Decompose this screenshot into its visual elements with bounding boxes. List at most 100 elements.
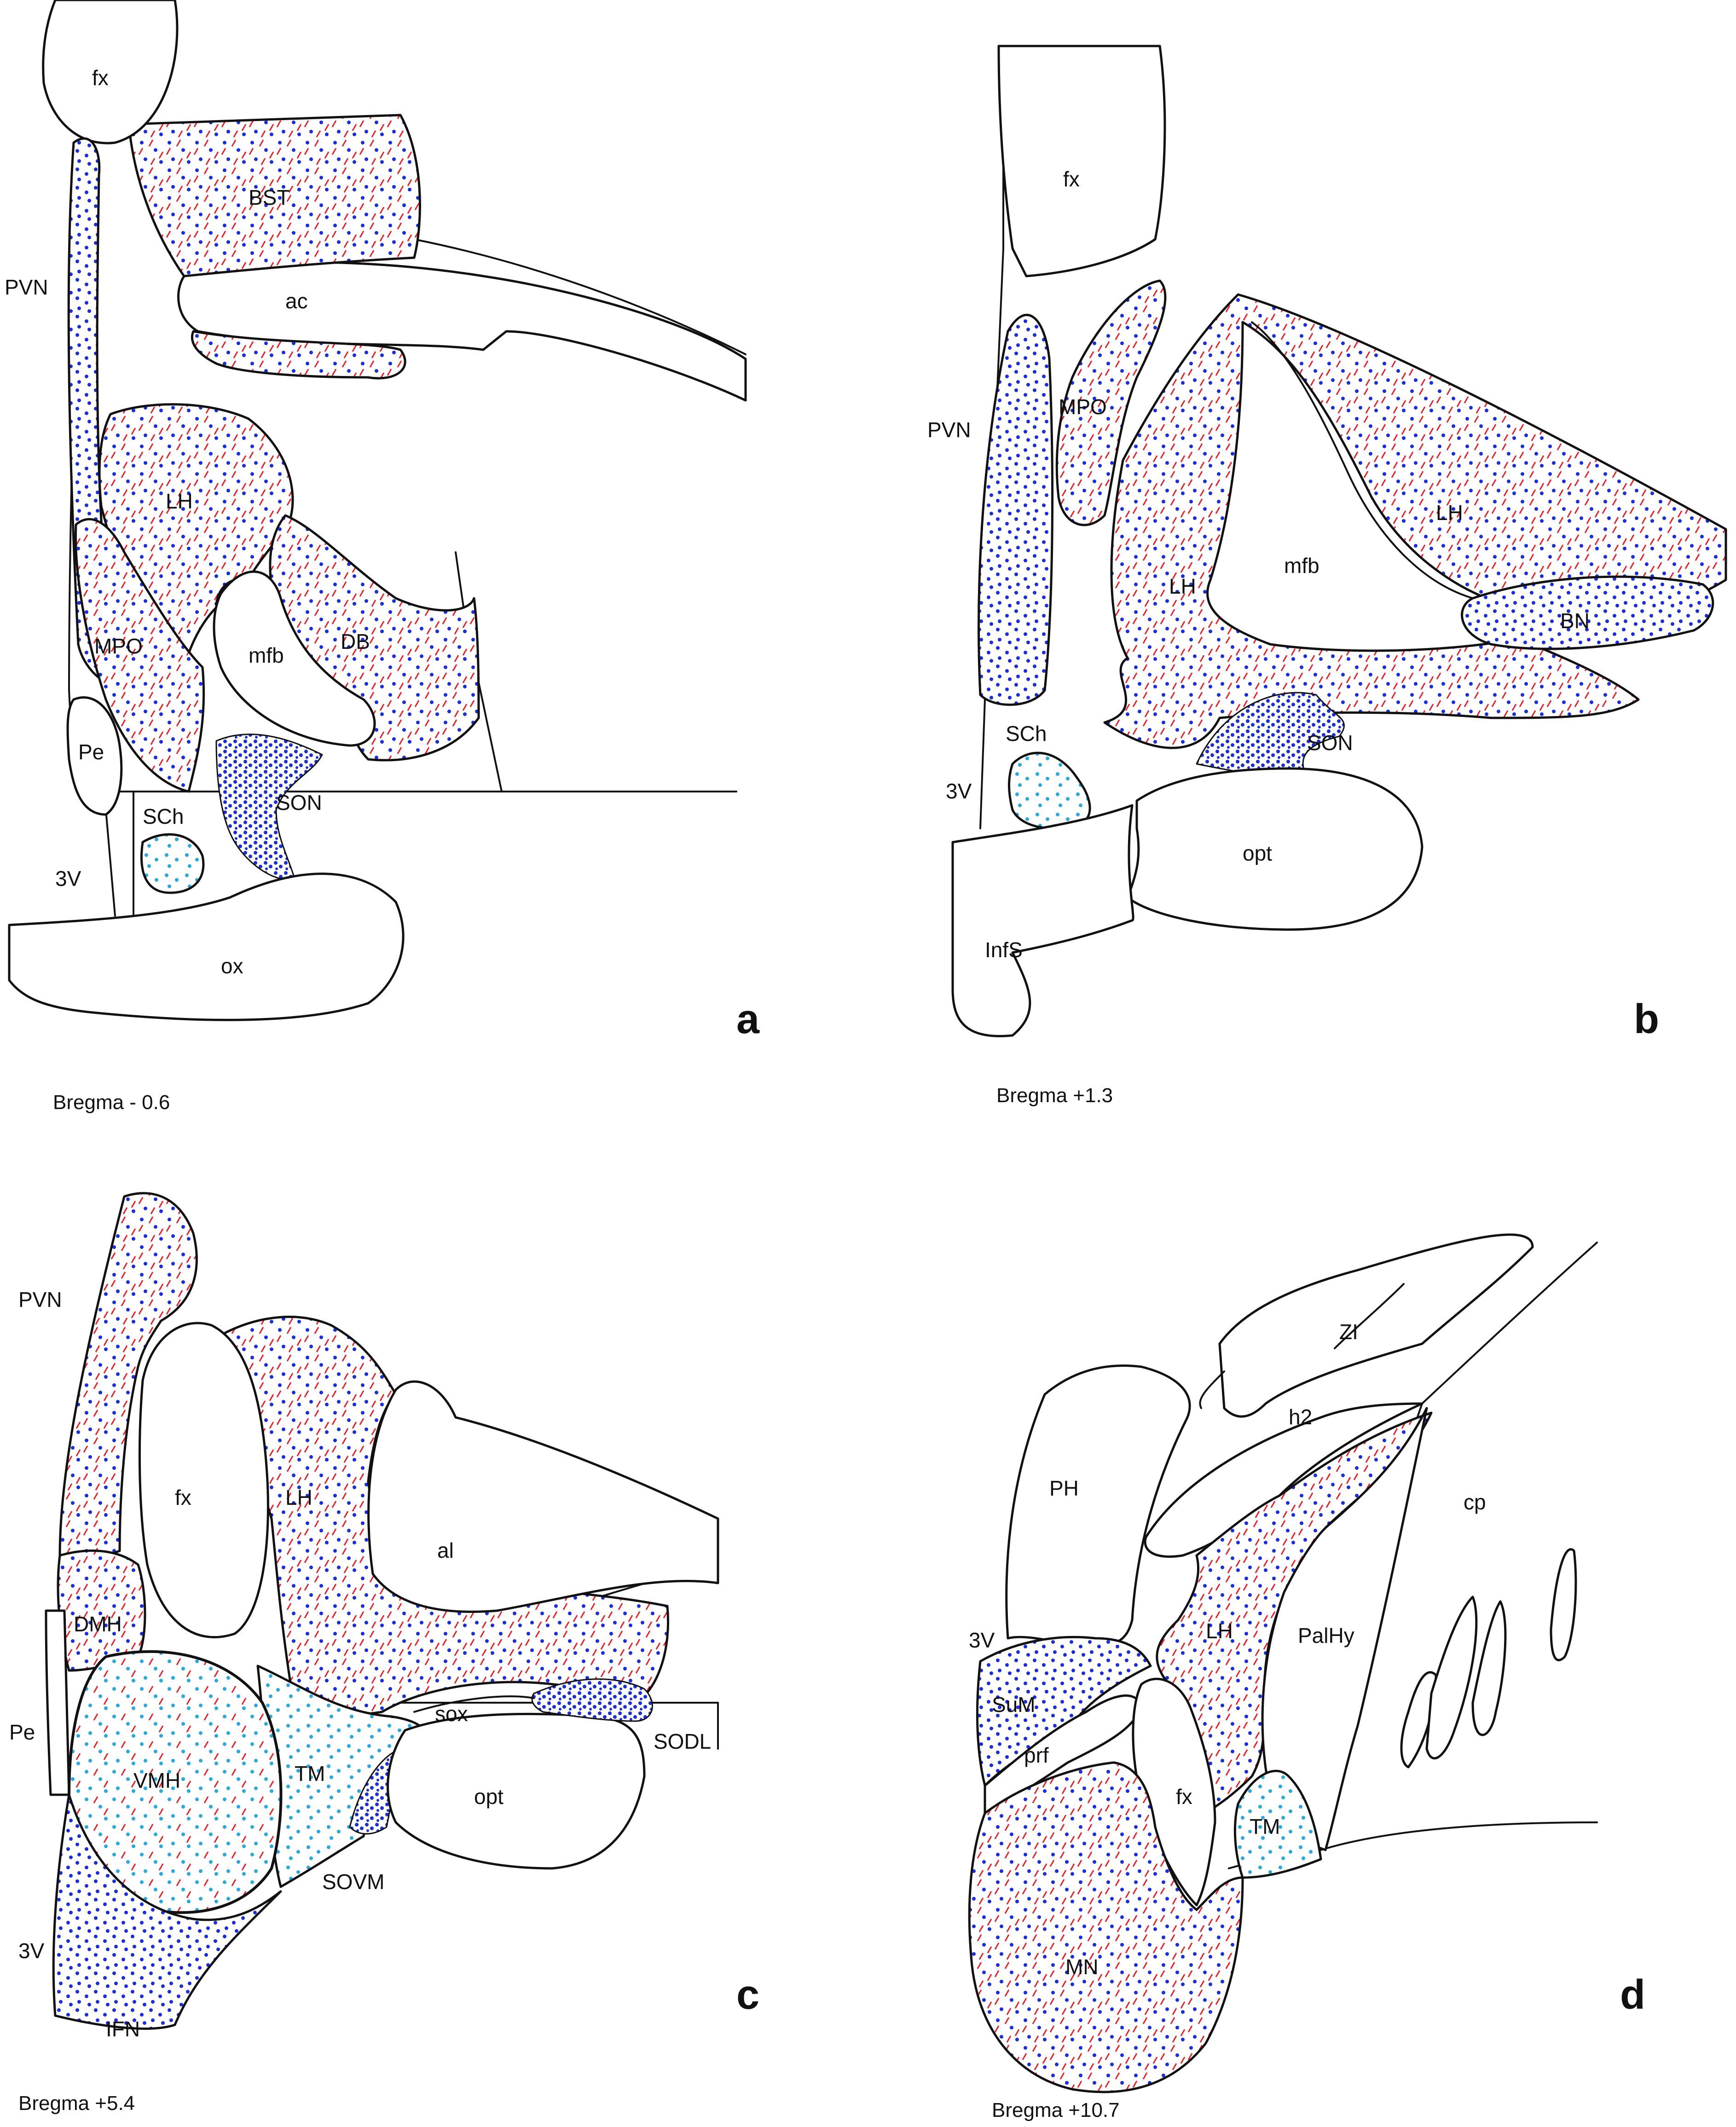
bn-region — [1461, 575, 1714, 650]
label-lh-upper-b: LH — [1436, 501, 1463, 525]
pvn-region — [58, 1192, 198, 1560]
mn-region — [968, 1761, 1244, 2093]
panel-letter-a: a — [736, 996, 760, 1042]
label-fx-d: fx — [1176, 1785, 1192, 1809]
fx-column — [997, 45, 1166, 277]
label-pe-c: Pe — [9, 1720, 35, 1744]
label-3v-d: 3V — [969, 1628, 995, 1652]
label-fx-c: fx — [175, 1485, 191, 1509]
pe-region — [66, 696, 123, 816]
lh-region — [206, 1315, 670, 1717]
label-mn-d: MN — [1065, 1955, 1099, 1979]
label-zi-d: ZI — [1339, 1320, 1358, 1344]
ph-region — [1005, 1364, 1191, 1649]
pe-region — [45, 1609, 70, 1796]
panel-c: PVN fx LH al DMH Pe VMH TM sox SODL opt … — [9, 1192, 759, 2115]
label-ac-a: ac — [285, 289, 308, 313]
pvn-region — [978, 313, 1054, 706]
ifn-region — [52, 1793, 282, 2030]
palhy-region — [1261, 1407, 1428, 1851]
sum-region — [976, 1636, 1152, 1787]
label-ph-d: PH — [1049, 1476, 1079, 1500]
label-sox-c: sox — [435, 1702, 468, 1726]
label-dmh-c: DMH — [74, 1612, 122, 1636]
label-son-a: SON — [276, 791, 322, 815]
panel-caption-b: Bregma +1.3 — [996, 1084, 1113, 1107]
opt-tract — [1126, 767, 1424, 931]
cp-fascicle-4 — [1550, 1548, 1577, 1661]
label-fx-a: fx — [92, 66, 109, 90]
panel-letter-d: d — [1620, 1972, 1645, 2018]
mpo-region — [75, 518, 205, 793]
label-sovm-c: SOVM — [322, 1870, 384, 1894]
bst-region — [127, 114, 421, 277]
label-tm-d: TM — [1250, 1815, 1280, 1838]
tm-region — [1233, 1769, 1322, 1879]
label-lh-c: LH — [285, 1485, 312, 1509]
label-3v-b: 3V — [946, 779, 972, 803]
label-h2-d: h2 — [1289, 1405, 1312, 1429]
mfb-bundle — [213, 570, 376, 747]
opt-tract — [387, 1712, 646, 1870]
sodl-region — [531, 1678, 653, 1722]
label-mfb-a: mfb — [249, 643, 284, 667]
panel-caption-a: Bregma - 0.6 — [53, 1091, 170, 1114]
label-sch-b: SCh — [1006, 722, 1047, 746]
ac-tract — [177, 261, 747, 402]
label-pvn-b: PVN — [927, 418, 971, 442]
zi-region — [1218, 1233, 1534, 1418]
lh-region — [1103, 293, 1727, 749]
label-infs-b: InfS — [985, 938, 1023, 962]
cp-fascicle-2 — [1425, 1595, 1478, 1760]
label-sodl-c: SODL — [654, 1729, 711, 1753]
label-sch-a: SCh — [143, 804, 184, 828]
infs-region — [951, 804, 1134, 1037]
panel-d: ZI h2 PH cp LH PalHy 3V SuM prf fx TM MN… — [968, 1233, 1645, 2121]
label-bst-a: BST — [249, 185, 289, 209]
cp-fascicle-1 — [1400, 1671, 1437, 1769]
label-prf-d: prf — [1024, 1743, 1049, 1767]
panel-caption-c: Bregma +5.4 — [18, 2092, 135, 2115]
label-sum-d: SuM — [992, 1693, 1036, 1717]
label-al-c: al — [437, 1538, 454, 1562]
fx-column — [138, 1322, 269, 1639]
label-pvn-a: PVN — [5, 275, 48, 299]
label-3v-a: 3V — [55, 867, 81, 890]
label-vmh-c: VMH — [133, 1769, 180, 1792]
label-db-a: DB — [341, 630, 370, 653]
label-tm-c: TM — [295, 1762, 325, 1786]
panel-a: fx BST PVN ac LH MPO mfb DB Pe SCh SON 3… — [5, 0, 760, 1114]
sch-region — [1008, 751, 1091, 830]
label-lh-a: LH — [166, 489, 193, 513]
label-mfb-b: mfb — [1284, 554, 1319, 578]
label-pe-a: Pe — [78, 740, 104, 764]
ox-chiasm — [8, 873, 405, 1021]
label-cp-d: cp — [1464, 1490, 1486, 1514]
panel-letter-b: b — [1634, 996, 1659, 1042]
label-pvn-c: PVN — [18, 1288, 62, 1312]
label-3v-c: 3V — [18, 1939, 45, 1963]
label-bn-b: BN — [1560, 609, 1590, 633]
label-ox-a: ox — [221, 954, 243, 978]
son-region — [215, 734, 323, 880]
fx-column — [42, 0, 179, 144]
label-ifn-c: IFN — [106, 2017, 140, 2041]
label-opt-b: opt — [1243, 841, 1272, 865]
mpo-region — [1055, 279, 1167, 526]
h2-tract — [1144, 1402, 1424, 1558]
panel-b: fx PVN MPO LH LH mfb BN SCh SON 3V opt I… — [927, 45, 1727, 1107]
label-opt-c: opt — [474, 1785, 503, 1809]
label-lh-d: LH — [1206, 1619, 1233, 1643]
label-fx-b: fx — [1063, 167, 1080, 191]
vmh-region — [68, 1650, 283, 1914]
panel-caption-d: Bregma +10.7 — [992, 2099, 1120, 2121]
label-lh-lower-b: LH — [1169, 574, 1196, 598]
label-mpo-b: MPO — [1059, 395, 1107, 419]
label-son-b: SON — [1307, 731, 1353, 755]
label-mpo-a: MPO — [94, 634, 143, 658]
panel-letter-c: c — [736, 1972, 759, 2018]
ac-ventral-region — [191, 330, 406, 380]
cp-fascicle-3 — [1471, 1600, 1507, 1736]
sch-region — [140, 833, 205, 894]
